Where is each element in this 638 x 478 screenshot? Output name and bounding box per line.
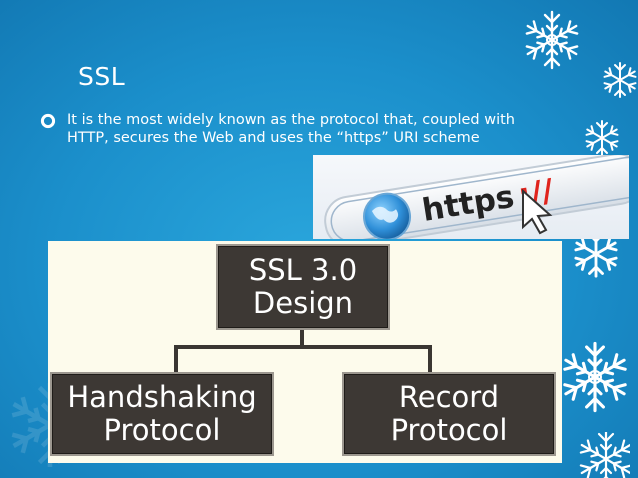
bullet-text: It is the most widely known as the proto… [67,112,515,146]
connector-line [174,345,178,372]
connector-line [428,345,432,372]
slide-title: SSL [78,62,126,91]
box-label-line: Design [252,286,354,320]
snowflake-decoration-icon [560,341,630,413]
snowflake-decoration-icon [583,120,620,156]
snowflake-decoration-icon [523,10,581,70]
box-label-line: Handshaking [67,379,257,414]
https-address-bar-image: https :// [313,155,629,239]
circle-bullet-icon [40,113,56,129]
snowflake-decoration-icon [577,432,630,478]
connector-line [300,328,304,346]
snowflake-decoration-icon [601,62,638,98]
box-label-line: Record [398,379,500,414]
record-protocol-box: Record Protocol [342,372,556,456]
box-label-line: Protocol [390,413,508,447]
ssl-design-box: SSL 3.0 Design [216,244,390,330]
mouse-cursor-icon [522,188,553,235]
connector-line [174,345,432,349]
https-address-bar-illustration: https :// [324,155,629,239]
ssl-design-diagram: SSL 3.0 Design Handshaking Protocol Reco… [48,241,562,463]
handshaking-protocol-box: Handshaking Protocol [50,372,274,456]
box-label-line: Protocol [103,413,221,447]
box-label-line: SSL 3.0 [248,252,358,287]
